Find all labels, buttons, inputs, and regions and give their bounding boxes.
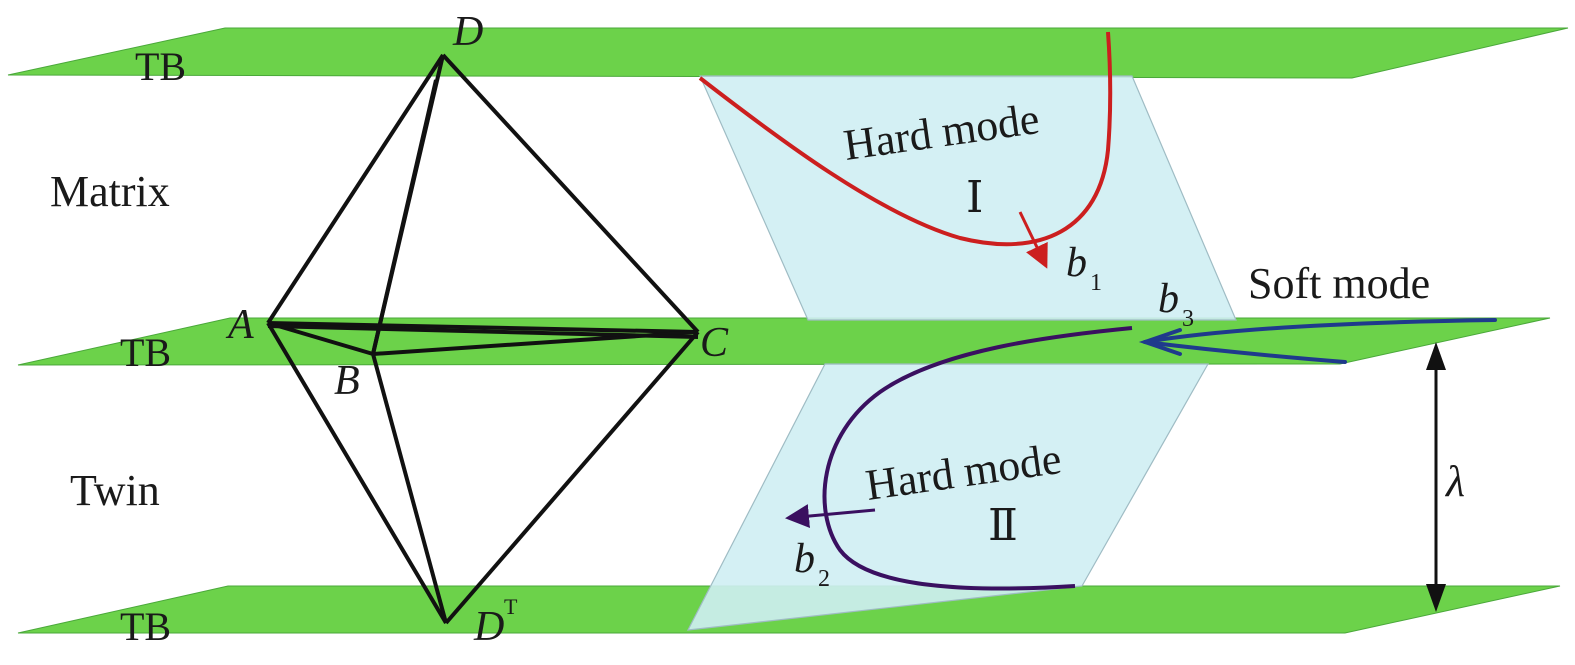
b1-subscript: 1 (1090, 270, 1102, 296)
vertex-dt-label: D (473, 604, 504, 650)
b3-label: b (1158, 276, 1179, 322)
edge-dt-c (444, 330, 700, 625)
matrix-label: Matrix (50, 167, 170, 216)
edge-d-b2 (371, 79, 438, 355)
thompson-bipyramid (266, 53, 700, 625)
slip-plane-upper (699, 75, 1237, 321)
edge-d-c (441, 53, 700, 334)
hard-mode-2-dislocation (822, 326, 1133, 591)
edge-dt-b (371, 353, 448, 624)
b2-label: b (794, 536, 815, 582)
vertex-a-label: A (225, 302, 254, 348)
lambda-label: λ (1444, 457, 1465, 506)
vertex-d-label: D (452, 9, 483, 55)
hard-mode-1-number: Ⅰ (966, 173, 983, 222)
tb-label-bottom: TB (120, 604, 171, 649)
hard-mode-1-dislocation (698, 31, 1113, 247)
vertex-dt-superscript: T (504, 594, 518, 619)
slip-plane-lower (686, 363, 1210, 631)
tb-label-top: TB (135, 44, 186, 89)
edge-a-c (267, 321, 699, 334)
tb-label-middle: TB (120, 330, 171, 375)
twin-boundary-top (7, 27, 1569, 79)
edge-a-c2 (267, 324, 699, 339)
b3-subscript: 3 (1182, 306, 1194, 332)
twin-label: Twin (70, 466, 160, 515)
hard-mode-2-number: Ⅱ (988, 501, 1018, 550)
soft-mode-label: Soft mode (1248, 259, 1430, 308)
soft-mode-arrow (1138, 318, 1497, 364)
edge-dt-a (266, 321, 448, 625)
b2-subscript: 2 (818, 566, 830, 592)
vertex-b-label: B (334, 358, 360, 404)
b1-label: b (1066, 240, 1087, 286)
b2-arrow (785, 504, 876, 529)
vertex-c-label: C (700, 320, 729, 366)
edge-d-a (266, 53, 445, 325)
lambda-spacing-arrow (1426, 342, 1446, 612)
b1-arrow (1018, 211, 1048, 269)
